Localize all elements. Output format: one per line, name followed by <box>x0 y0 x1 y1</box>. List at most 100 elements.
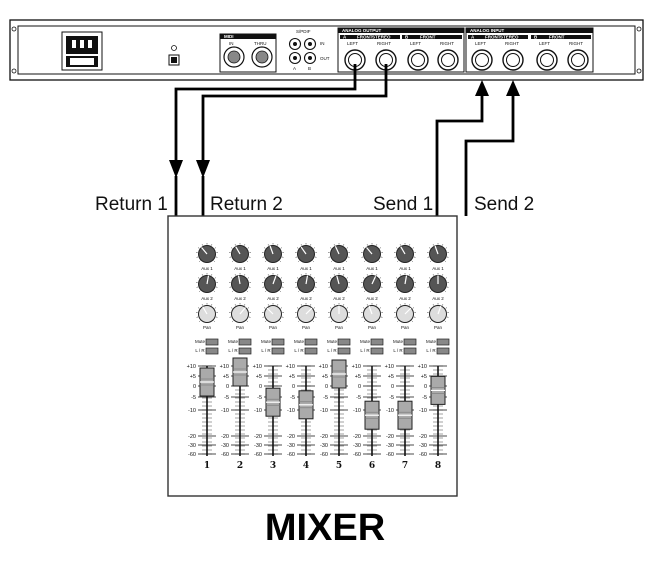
aux1-knob <box>295 243 317 263</box>
lr-button[interactable] <box>271 347 285 355</box>
mute-button[interactable] <box>436 338 450 346</box>
mute-button[interactable] <box>205 338 219 346</box>
channel-number: 5 <box>336 461 342 471</box>
aux1-label: Aux 1 <box>300 266 312 271</box>
scale-label: +10 <box>187 364 196 370</box>
lr-label: L / R <box>360 348 370 353</box>
scale-label: -60 <box>353 452 361 458</box>
arrow-up-icon <box>506 80 520 96</box>
input-jack-b-right <box>567 49 589 71</box>
mute-button[interactable] <box>304 338 318 346</box>
channel-number: 6 <box>369 461 375 471</box>
output-jack-b-right <box>437 49 459 71</box>
aux1-knob <box>229 243 251 263</box>
aux1-knob <box>328 243 350 263</box>
aux2-knob <box>427 273 449 293</box>
scale-label: +5 <box>256 374 262 380</box>
mute-button[interactable] <box>403 338 417 346</box>
fader-knob[interactable] <box>331 359 347 389</box>
input-jack-a-right <box>502 49 524 71</box>
aux2-label: Aux 2 <box>366 296 378 301</box>
scale-label: -30 <box>419 443 427 449</box>
scale-label: -5 <box>356 395 361 401</box>
analog-output-section: ANALOG OUTPUT A FRONT STEREO B FRONT LEF… <box>337 27 465 73</box>
aux1-label: Aux 1 <box>267 266 279 271</box>
lr-label: L / R <box>195 348 205 353</box>
pan-knob <box>361 303 383 323</box>
lr-button[interactable] <box>370 347 384 355</box>
fader-knob[interactable] <box>298 390 314 420</box>
input-b-label: B <box>534 35 538 40</box>
mute-label: Mute <box>426 339 437 344</box>
mute-button[interactable] <box>238 338 252 346</box>
scale-label: -5 <box>422 395 427 401</box>
fader-knob[interactable] <box>364 400 380 430</box>
scale-label: -20 <box>254 434 262 440</box>
scale-label: +5 <box>421 374 427 380</box>
mute-button[interactable] <box>271 338 285 346</box>
scale-label: -10 <box>188 408 196 414</box>
analog-input-section: ANALOG INPUT A FRONT STEREO B FRONT LEFT… <box>465 27 594 73</box>
pan-label: Pan <box>335 325 344 330</box>
scale-label: -10 <box>353 408 361 414</box>
lr-button[interactable] <box>238 347 252 355</box>
output-b-label: B <box>405 35 409 40</box>
scale-label: 0 <box>193 384 196 390</box>
scale-label: -30 <box>221 443 229 449</box>
aux1-knob <box>427 243 449 263</box>
scale-label: -5 <box>290 395 295 401</box>
input-right-label: RIGHT <box>569 41 583 46</box>
rack-screw-hole <box>636 26 642 32</box>
input-a-label: A <box>471 35 475 40</box>
input-front-label: FRONT <box>549 35 565 40</box>
lr-button[interactable] <box>436 347 450 355</box>
lr-button[interactable] <box>205 347 219 355</box>
mute-button[interactable] <box>337 338 351 346</box>
mute-label: Mute <box>228 339 239 344</box>
scale-label: -10 <box>386 408 394 414</box>
aux1-label: Aux 1 <box>234 266 246 271</box>
lr-button[interactable] <box>403 347 417 355</box>
channel-number: 1 <box>204 461 210 471</box>
scale-label: -60 <box>188 452 196 458</box>
aux1-label: Aux 1 <box>201 266 213 271</box>
lr-button[interactable] <box>304 347 318 355</box>
pan-knob <box>328 303 350 323</box>
fader-knob[interactable] <box>232 357 248 387</box>
cable-send-2 <box>464 96 515 216</box>
aux1-label: Aux 1 <box>399 266 411 271</box>
aux1-knob <box>394 243 416 263</box>
aux2-label: Aux 2 <box>432 296 444 301</box>
scale-label: +5 <box>223 374 229 380</box>
mixer-panel <box>167 215 458 497</box>
spdif-section: S/PDIF IN OUT A B <box>288 29 330 71</box>
scale-label: -5 <box>191 395 196 401</box>
fader-knob[interactable] <box>430 375 446 405</box>
scale-label: -10 <box>254 408 262 414</box>
pan-label: Pan <box>203 325 212 330</box>
fader-knob[interactable] <box>397 400 413 430</box>
fader-knob[interactable] <box>265 387 281 417</box>
lr-button[interactable] <box>337 347 351 355</box>
rack-screw-hole <box>11 68 17 74</box>
mute-label: Mute <box>195 339 206 344</box>
usb-port-icon <box>168 45 180 66</box>
scale-label: +10 <box>352 364 361 370</box>
scale-label: +5 <box>355 374 361 380</box>
pan-label: Pan <box>434 325 443 330</box>
mute-button[interactable] <box>370 338 384 346</box>
scale-label: +10 <box>418 364 427 370</box>
pan-label: Pan <box>269 325 278 330</box>
pan-knob <box>196 303 218 323</box>
scale-label: 0 <box>259 384 262 390</box>
scale-label: -20 <box>188 434 196 440</box>
input-jack-b-left <box>536 49 558 71</box>
channel-number: 8 <box>435 461 441 471</box>
fader-knob[interactable] <box>199 367 215 397</box>
scale-label: +10 <box>319 364 328 370</box>
